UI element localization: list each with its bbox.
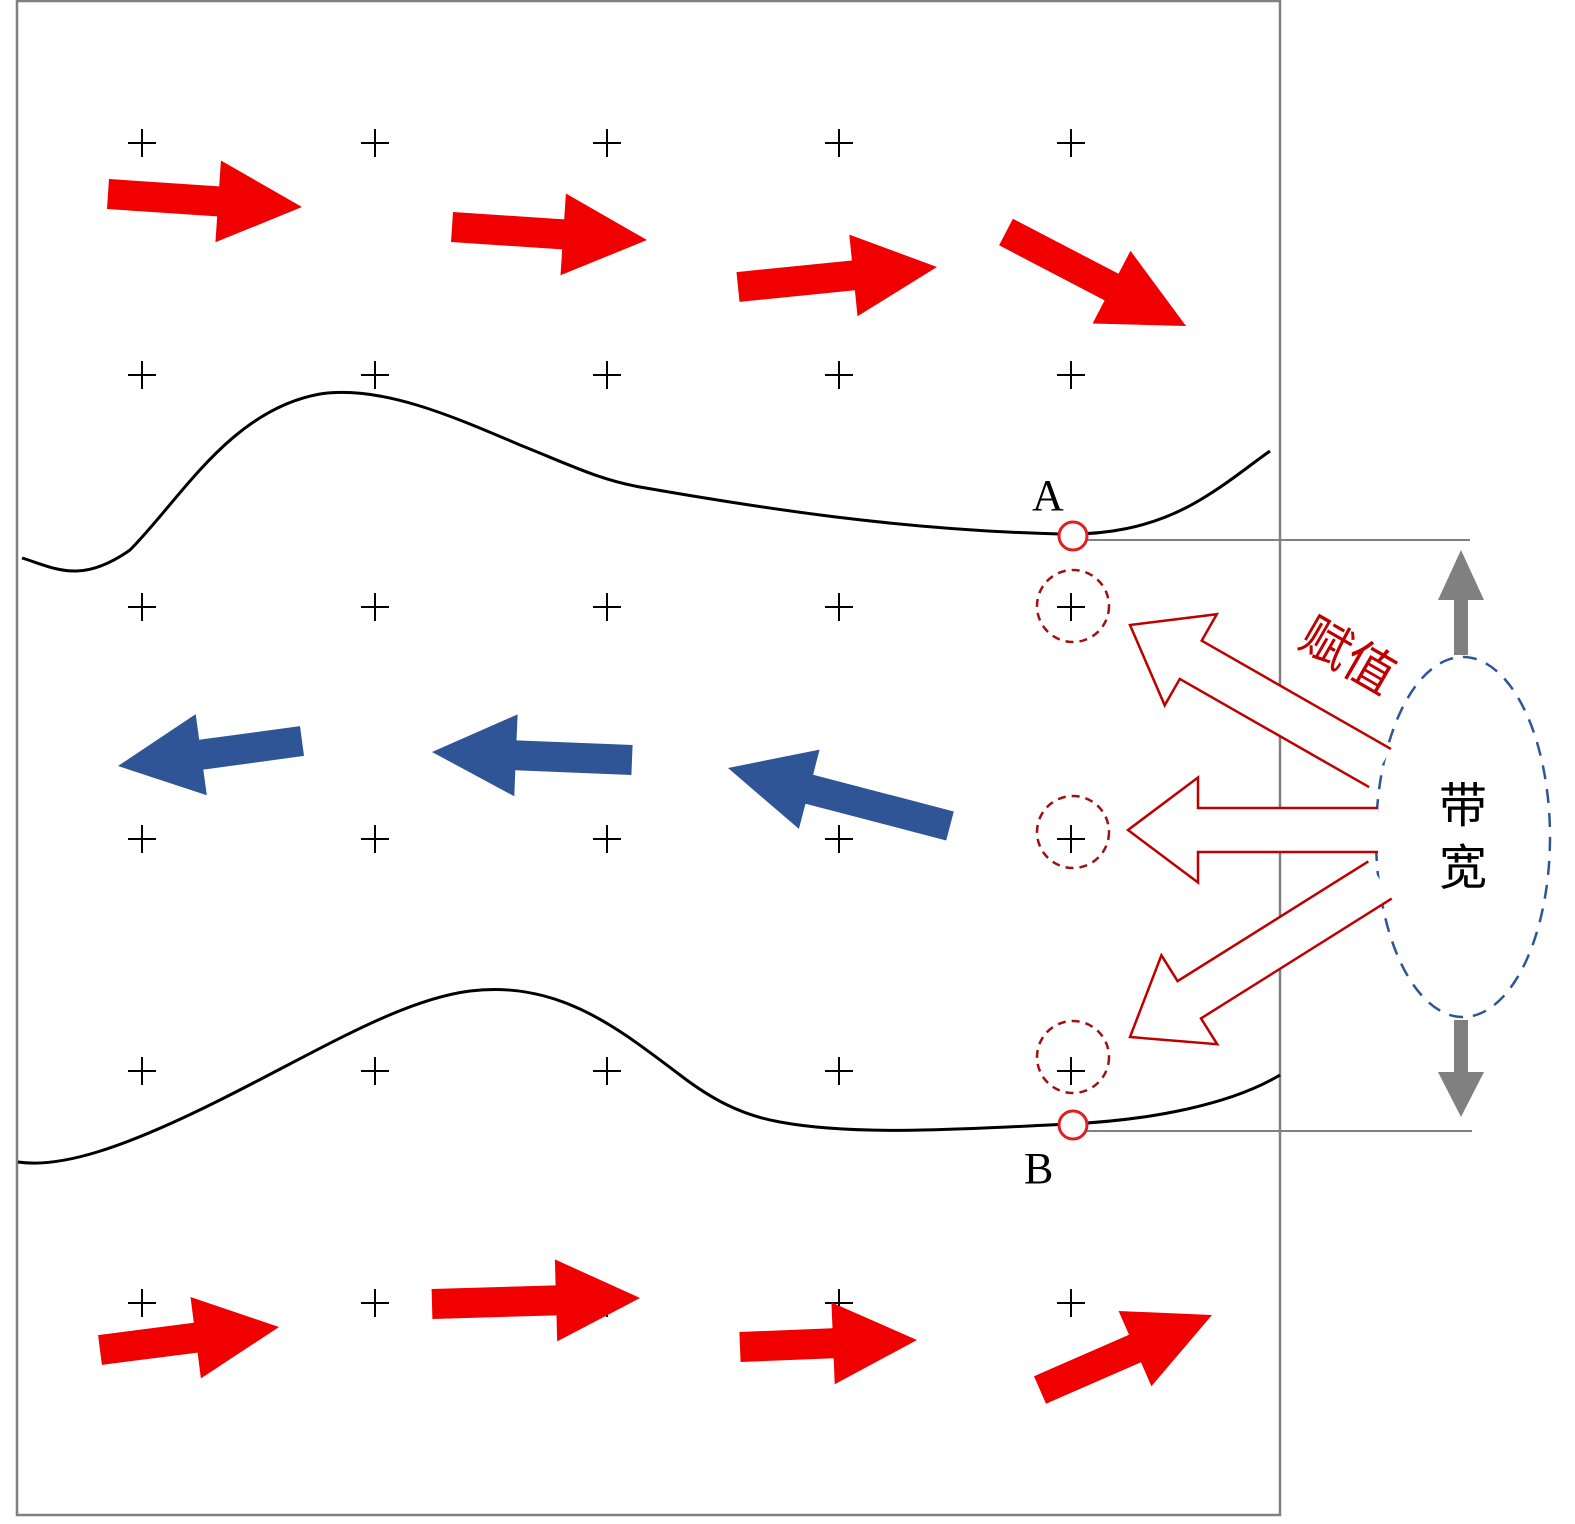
endpoint-b-circle (1057, 1109, 1089, 1141)
assign-arrows (1125, 612, 1393, 1046)
bandwidth-down-arrow-icon (1438, 1020, 1484, 1117)
plus-icon (128, 593, 156, 621)
arrow-icon (451, 193, 647, 276)
plus-icon (825, 361, 853, 389)
plus-icon (1057, 593, 1085, 621)
arrow-icon (107, 160, 302, 243)
lower-boundary-curve (17, 988, 1281, 1165)
arrow-icon (736, 234, 937, 317)
plus-icon (128, 825, 156, 853)
plus-icon (128, 129, 156, 157)
dashed-circle-icon (1035, 1019, 1111, 1095)
plus-icon (593, 825, 621, 853)
plus-icon (593, 129, 621, 157)
arrow-icon (432, 714, 633, 797)
plus-icon (128, 1289, 156, 1317)
plus-icon (1057, 361, 1085, 389)
arrow-icon (98, 1297, 279, 1379)
plus-icon (1057, 1289, 1085, 1317)
bandwidth-up-arrow-icon (1438, 550, 1484, 655)
dashed-circle-icon (1035, 794, 1111, 870)
plus-icon (593, 593, 621, 621)
point-b-label: B (1024, 1144, 1053, 1193)
plus-icon (593, 361, 621, 389)
arrow-icon (728, 749, 954, 841)
plot-frame (15, 0, 1282, 1517)
candidate-points (1035, 568, 1111, 1095)
plus-icon (825, 825, 853, 853)
plus-icon (361, 1289, 389, 1317)
point-a-label: A (1032, 471, 1064, 520)
endpoint-a-circle (1057, 520, 1089, 552)
bandwidth-ellipse (1374, 655, 1552, 1019)
hollow-arrow-icon (1125, 775, 1378, 885)
plus-icon (361, 593, 389, 621)
plus-icon (361, 825, 389, 853)
plus-icon (361, 1057, 389, 1085)
arrow-icon (431, 1259, 640, 1342)
hollow-arrow-icon (1128, 860, 1393, 1046)
plus-icon (825, 593, 853, 621)
dashed-circle-icon (1035, 568, 1111, 644)
plus-icon (593, 1057, 621, 1085)
upper-boundary-curve (21, 390, 1271, 573)
arrow-icon (118, 714, 304, 796)
arrow-icon (739, 1302, 917, 1385)
plus-icon (825, 129, 853, 157)
bandwidth-label-line1: 带 (1439, 778, 1487, 834)
plus-icon (1057, 825, 1085, 853)
flow-arrows (98, 160, 1212, 1404)
bandwidth-label-line2: 宽 (1439, 840, 1487, 896)
plus-icon (361, 361, 389, 389)
plus-icon (128, 1057, 156, 1085)
plus-icon (1057, 1057, 1085, 1085)
plus-icon (128, 361, 156, 389)
arrow-icon (999, 218, 1186, 326)
plus-icon (361, 129, 389, 157)
assign-label: 赋值 (1290, 606, 1406, 706)
plus-icon (825, 1057, 853, 1085)
plus-icon (1057, 129, 1085, 157)
grid-markers (128, 129, 1085, 1317)
hollow-arrow-icon (1128, 612, 1392, 789)
arrow-icon (1034, 1311, 1212, 1404)
